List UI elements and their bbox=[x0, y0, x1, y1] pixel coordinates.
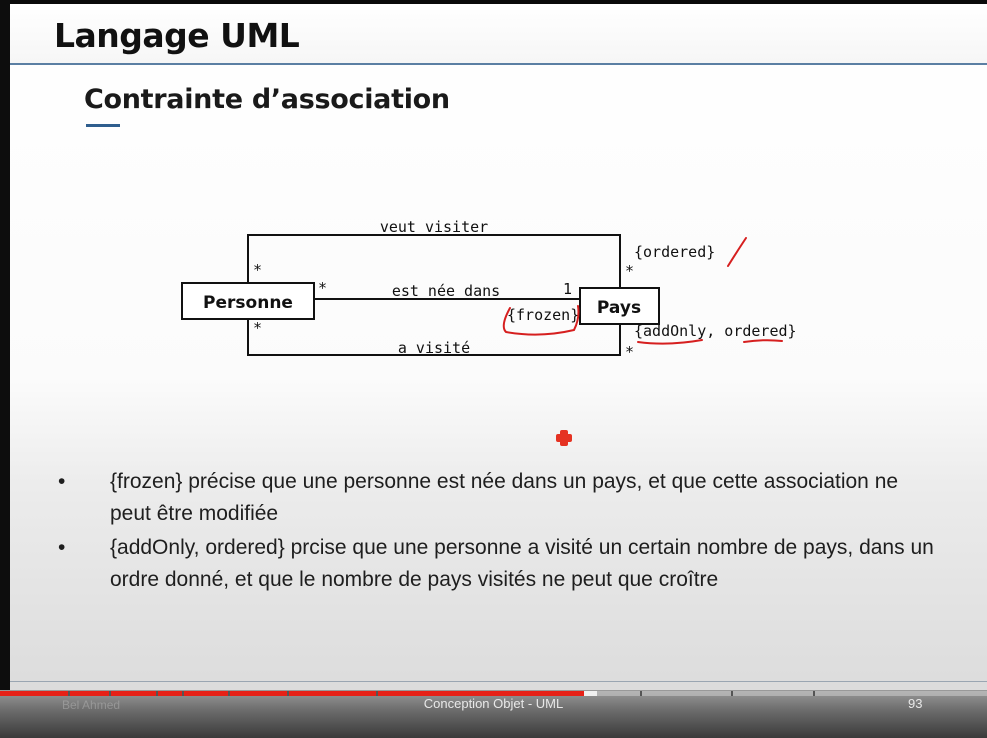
multiplicity-top-right: * bbox=[625, 262, 634, 280]
chapter-marker bbox=[228, 691, 230, 696]
pointer-cursor-icon bbox=[556, 430, 572, 446]
chapter-marker bbox=[376, 691, 378, 696]
chapter-marker bbox=[640, 691, 642, 696]
bullet-item: • {addOnly, ordered} prcise que une pers… bbox=[58, 532, 938, 596]
constraint-top: {ordered} bbox=[634, 243, 715, 261]
handwritten-annotations bbox=[502, 237, 783, 345]
multiplicity-bottom-left: * bbox=[253, 319, 262, 337]
class-name-pays: Pays bbox=[597, 298, 641, 318]
class-name-personne: Personne bbox=[203, 293, 293, 313]
multiplicity-middle-right: 1 bbox=[563, 280, 572, 298]
slide-subtitle: Contrainte d’association bbox=[84, 84, 450, 115]
constraint-middle: {frozen} bbox=[507, 306, 579, 324]
association-label-middle: est née dans bbox=[392, 282, 500, 300]
slide-footer-title: Conception Objet - UML bbox=[423, 696, 564, 711]
bullet-marker: • bbox=[58, 536, 66, 559]
class-box-pays bbox=[579, 287, 660, 325]
bullet-marker: • bbox=[58, 470, 66, 493]
chapter-marker bbox=[156, 691, 158, 696]
slide: Langage UML Contrainte d’association bbox=[10, 4, 987, 690]
multiplicity-top-left: * bbox=[253, 261, 262, 279]
subtitle-accent-bar bbox=[86, 124, 120, 127]
chapter-marker bbox=[182, 691, 184, 696]
slide-header: Langage UML bbox=[10, 4, 987, 65]
chapter-marker bbox=[287, 691, 289, 696]
bullet-text: {addOnly, ordered} prcise que une person… bbox=[110, 536, 934, 591]
annotation-underline-ordered bbox=[743, 339, 783, 343]
chapter-marker bbox=[68, 691, 70, 696]
bullet-item: • {frozen} précise que une personne est … bbox=[58, 466, 938, 530]
slide-footer-author: Bel Ahmed bbox=[62, 698, 121, 712]
progress-bar-fill[interactable] bbox=[0, 691, 585, 696]
association-label-top: veut visiter bbox=[380, 218, 488, 236]
class-box-personne bbox=[181, 282, 315, 320]
annotation-underline-addonly bbox=[637, 339, 703, 345]
annotation-frozen-circle bbox=[502, 305, 580, 336]
bullet-text: {frozen} précise que une personne est né… bbox=[110, 470, 899, 525]
multiplicity-middle-left: * bbox=[318, 279, 327, 297]
chapter-marker bbox=[813, 691, 815, 696]
slide-page-number: 93 bbox=[908, 696, 923, 711]
slide-footer-divider bbox=[10, 681, 987, 682]
bullet-list: • {frozen} précise que une personne est … bbox=[58, 466, 938, 598]
annotation-check-mark bbox=[727, 237, 747, 267]
video-player-controls bbox=[0, 690, 987, 738]
letterbox-left bbox=[0, 0, 10, 690]
chapter-marker bbox=[731, 691, 733, 696]
slide-title: Langage UML bbox=[54, 16, 300, 55]
constraint-bottom: {addOnly, ordered} bbox=[634, 322, 797, 340]
association-label-bottom: a visité bbox=[398, 339, 470, 357]
multiplicity-bottom-right: * bbox=[625, 343, 634, 361]
chapter-marker bbox=[109, 691, 111, 696]
association-line-top bbox=[247, 234, 621, 301]
association-line-bottom bbox=[247, 319, 621, 356]
